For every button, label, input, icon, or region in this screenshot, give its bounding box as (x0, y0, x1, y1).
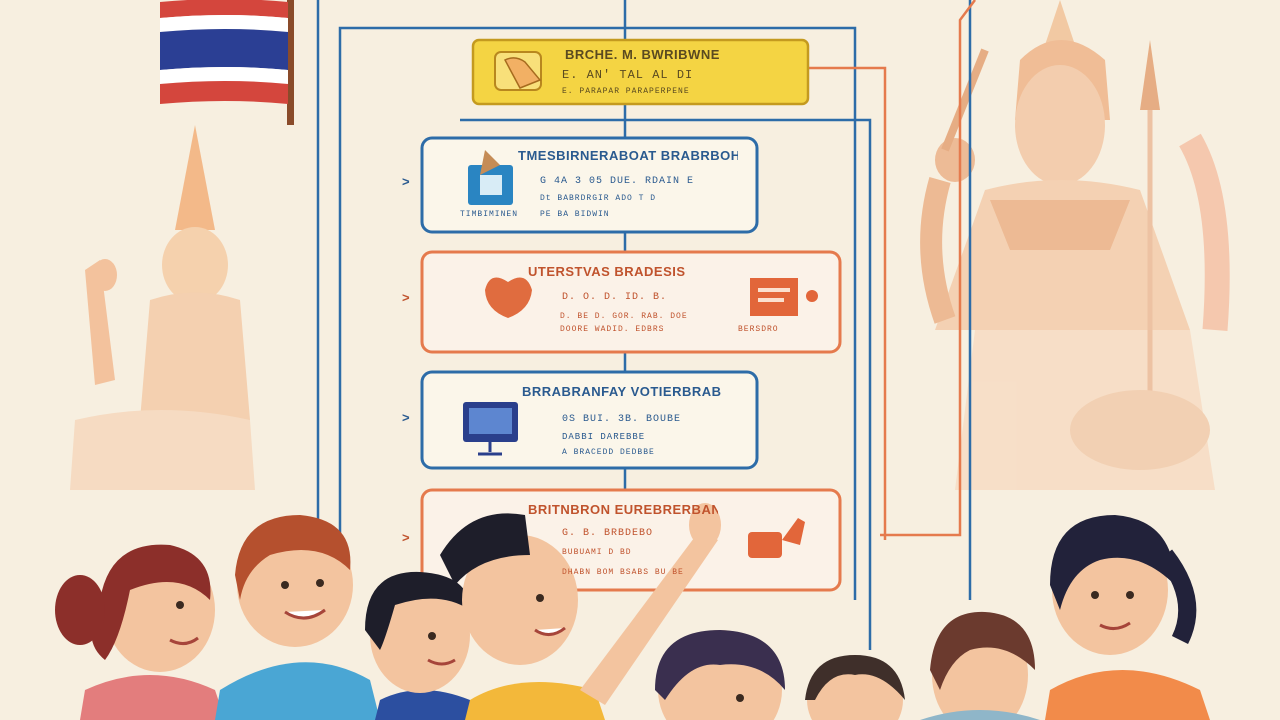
child-boy-blue-shirt (215, 515, 380, 720)
child-small (805, 655, 905, 720)
flow-connectors (316, 0, 976, 650)
header-card (471, 38, 810, 106)
computer-icon (463, 402, 518, 456)
child-girl-far-right (1045, 515, 1210, 720)
heart-icon (485, 277, 532, 318)
child-girl-middle (655, 630, 785, 720)
child-boy-pointing (440, 503, 721, 720)
children-illustration (55, 503, 1210, 720)
thailand-flag-icon (160, 0, 294, 125)
document-icon (750, 278, 818, 316)
hand-pointing-icon (748, 518, 805, 558)
left-statue-illustration (70, 125, 255, 490)
step-card-2 (420, 250, 842, 354)
book-icon (468, 150, 513, 205)
child-girl-right (920, 611, 1040, 720)
step-card-1 (420, 136, 759, 234)
hand-icon (494, 51, 542, 91)
right-statue-illustration (920, 0, 1230, 490)
child-girl-left (55, 544, 225, 720)
step-card-3 (420, 370, 759, 470)
child-boy-dark-hair (365, 571, 470, 720)
